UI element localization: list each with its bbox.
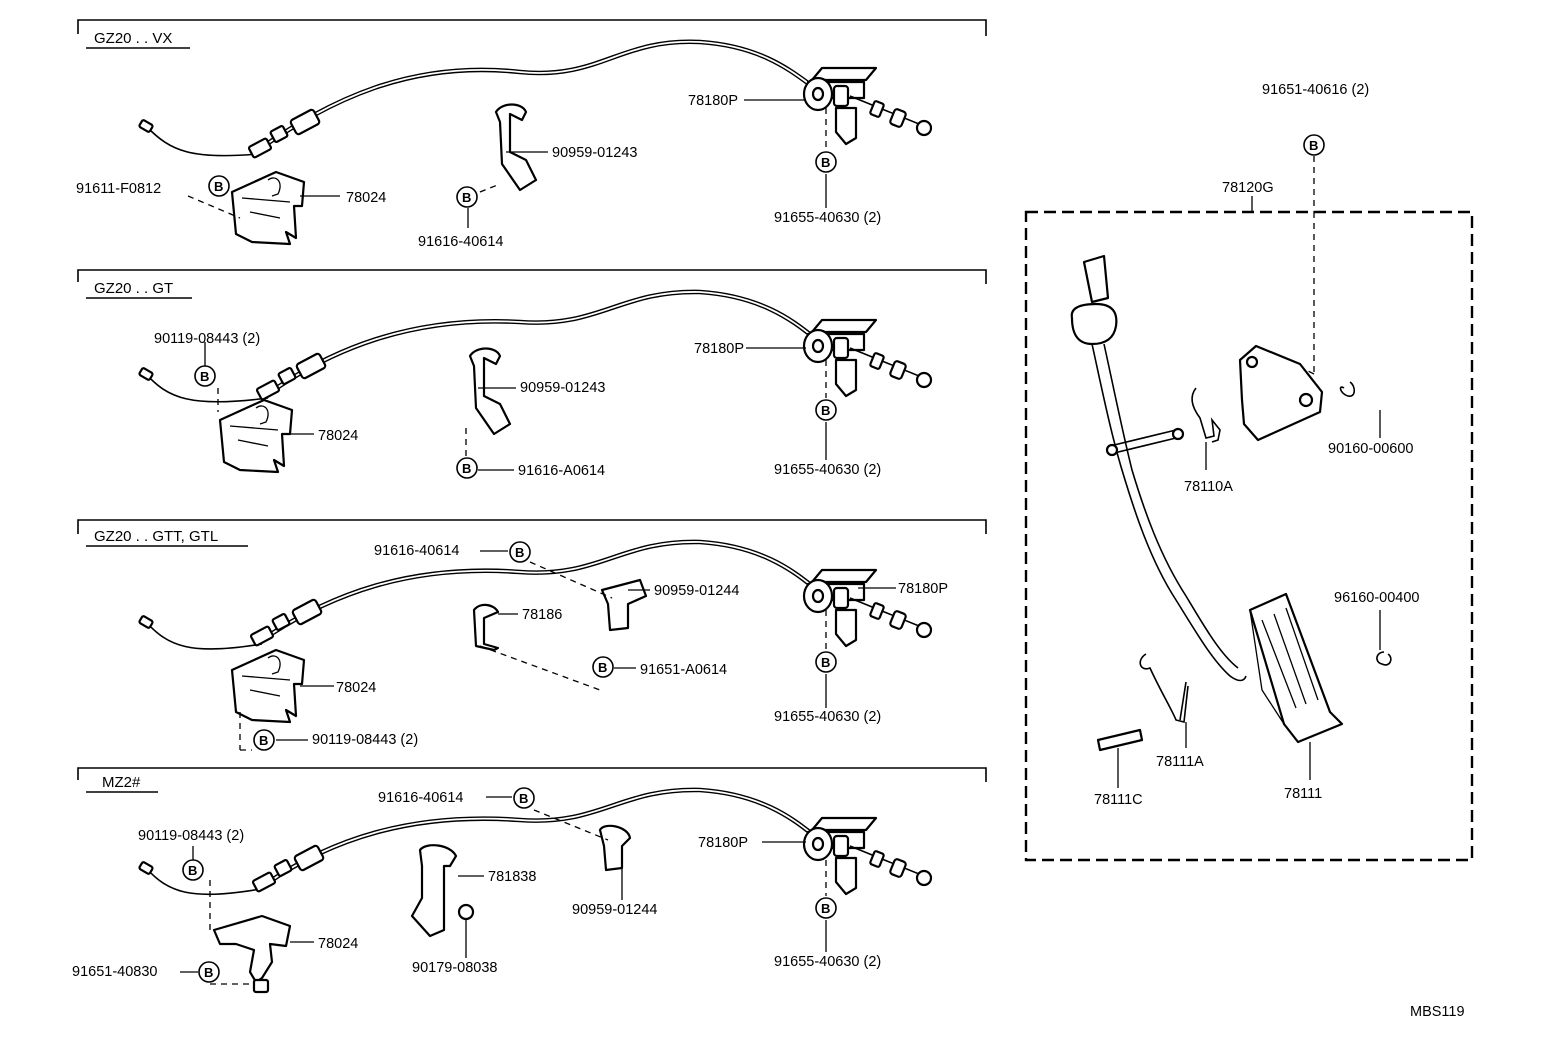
part-label: 78180P	[898, 581, 948, 597]
part-label: 78180P	[694, 341, 744, 357]
svg-text:B: B	[462, 190, 471, 205]
svg-text:B: B	[214, 179, 223, 194]
part-label: 91616-40614	[374, 543, 459, 559]
part-label: 90119-08443 (2)	[312, 732, 418, 748]
svg-text:B: B	[188, 863, 197, 878]
clip-icon	[410, 824, 632, 938]
b-marker: B	[1303, 134, 1325, 156]
part-label: 96160-00400	[1334, 590, 1419, 606]
part-label: 90959-01243	[520, 380, 605, 396]
accelerator-cable-icon	[138, 787, 815, 896]
cable-section-gtt-gtl	[138, 539, 933, 751]
part-label: 91651-A0614	[640, 662, 727, 678]
svg-text:B: B	[821, 155, 830, 170]
cable-section-vx	[138, 39, 933, 246]
part-label: 91651-40830	[72, 964, 157, 980]
part-label: 91616-40614	[418, 234, 503, 250]
part-label: 91616-40614	[378, 790, 463, 806]
part-label: 91616-A0614	[518, 463, 605, 479]
part-label: 78110A	[1184, 479, 1233, 495]
svg-text:B: B	[204, 965, 213, 980]
part-label: 78024	[346, 190, 386, 206]
part-label: 91655-40630 (2)	[774, 709, 881, 725]
part-label: 781838	[488, 869, 536, 885]
part-label: 91655-40630 (2)	[774, 954, 881, 970]
part-label: 78111C	[1094, 792, 1143, 808]
svg-text:B: B	[821, 655, 830, 670]
part-label: 78024	[318, 936, 358, 952]
svg-text:B: B	[821, 901, 830, 916]
section-title-gtt-gtl: GZ20 . . GTT, GTL	[94, 528, 218, 545]
part-label: 78180P	[698, 835, 748, 851]
part-label: 91651-40616 (2)	[1262, 82, 1369, 98]
accelerator-cable-icon	[138, 289, 815, 403]
clip-icon	[472, 578, 648, 652]
svg-text:B: B	[598, 660, 607, 675]
return-spring-icon	[1139, 387, 1221, 723]
svg-text:B: B	[519, 791, 528, 806]
pedal-assembly	[1024, 156, 1474, 862]
svg-text:B: B	[1309, 138, 1318, 153]
pedal-pad-icon	[1248, 592, 1344, 744]
accelerator-pedal-icon	[1070, 254, 1247, 682]
b-marker: B B B	[194, 365, 837, 479]
b-marker: B B B B	[182, 787, 837, 983]
b-marker: B B B	[208, 151, 837, 208]
part-label: 90959-01243	[552, 145, 637, 161]
cable-section-mz2	[138, 787, 933, 994]
diagram-code: MBS119	[1410, 1004, 1465, 1020]
cable-bracket-icon	[468, 347, 512, 436]
part-label: 90160-00600	[1328, 441, 1413, 457]
section-title-vx: GZ20 . . VX	[94, 30, 172, 47]
part-label: 90959-01244	[572, 902, 657, 918]
svg-text:B: B	[200, 369, 209, 384]
b-marker: B B B B	[253, 541, 837, 751]
section-frames	[77, 19, 987, 793]
cable-bracket-icon	[494, 103, 538, 192]
part-label: 91655-40630 (2)	[774, 210, 881, 226]
part-label: 90119-08443 (2)	[138, 828, 244, 844]
part-label: 78024	[318, 428, 358, 444]
svg-text:B: B	[515, 545, 524, 560]
part-label: 90179-08038	[412, 960, 497, 976]
part-label: 78024	[336, 680, 376, 696]
section-title-gt: GZ20 . . GT	[94, 280, 173, 297]
section-title-mz2: MZ2#	[102, 774, 141, 791]
part-label: 91611-F0812	[76, 181, 161, 197]
part-label: 78120G	[1222, 180, 1274, 196]
svg-text:B: B	[821, 403, 830, 418]
part-label: 91655-40630 (2)	[774, 462, 881, 478]
part-label: 78111	[1284, 786, 1322, 802]
part-label: 90119-08443 (2)	[154, 331, 260, 347]
part-label: 78186	[522, 607, 562, 623]
part-label: 78180P	[688, 93, 738, 109]
svg-text:B: B	[259, 733, 268, 748]
cable-section-gt	[138, 289, 933, 474]
part-label: 78111A	[1156, 754, 1204, 770]
accelerator-cable-icon	[138, 539, 815, 650]
accelerator-cable-icon	[138, 39, 815, 159]
part-label: 90959-01244	[654, 583, 739, 599]
svg-text:B: B	[462, 461, 471, 476]
